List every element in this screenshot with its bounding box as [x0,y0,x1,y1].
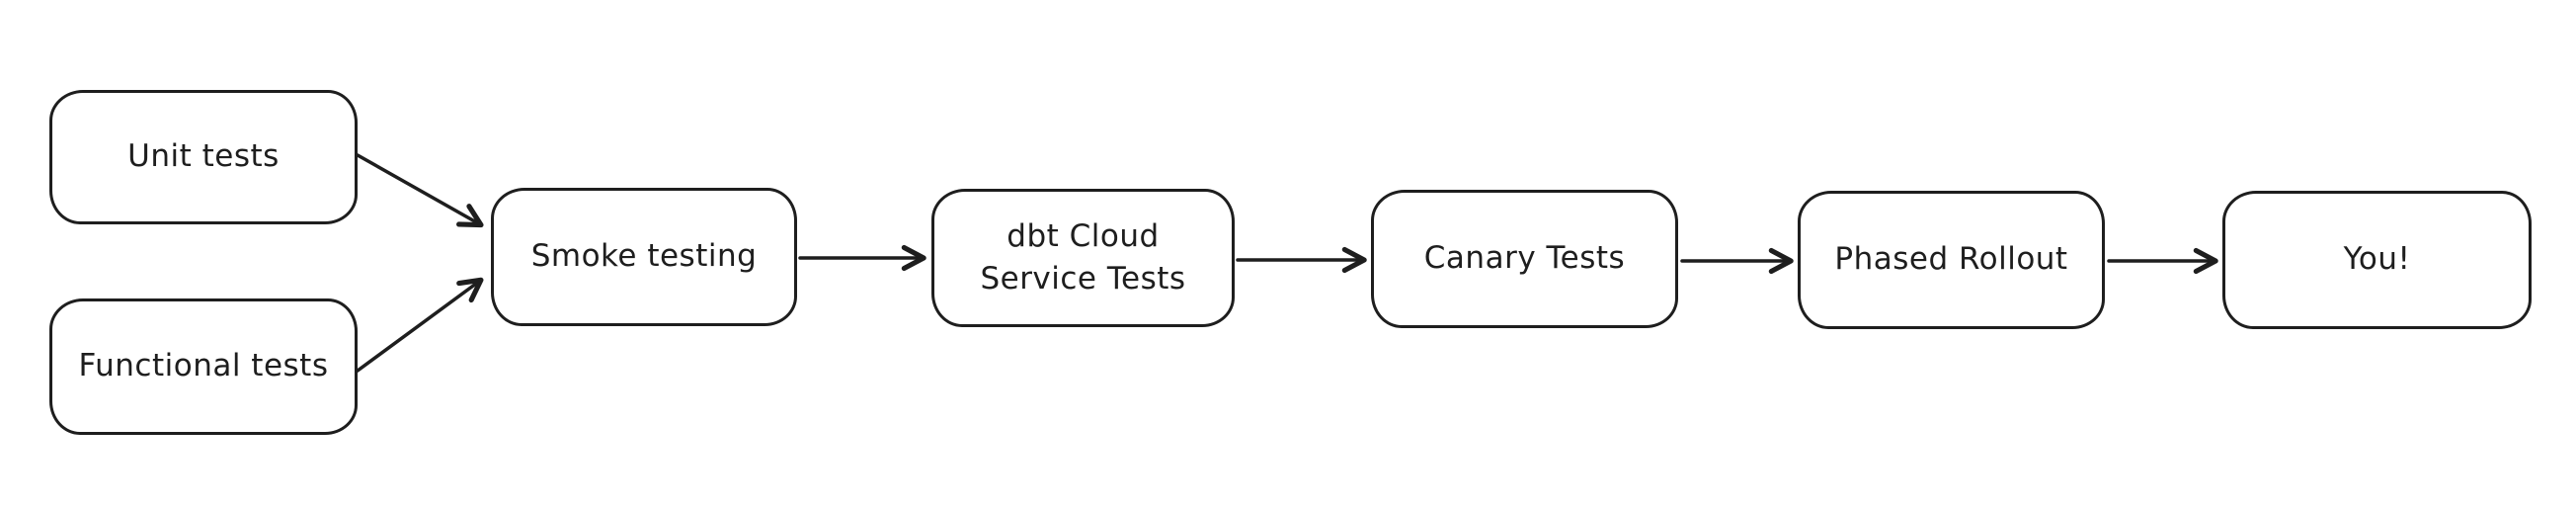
node-smoke-testing: Smoke testing [491,188,797,326]
node-unit-tests: Unit tests [49,90,358,224]
node-you: You! [2222,191,2532,329]
node-unit-tests-label: Unit tests [127,138,280,175]
node-smoke-testing-label: Smoke testing [530,238,758,275]
node-canary-tests-label: Canary Tests [1423,240,1626,277]
node-phased-rollout-label: Phased Rollout [1834,241,2068,278]
arrow-unit-to-smoke [356,153,484,228]
node-phased-rollout: Phased Rollout [1798,191,2105,329]
node-dbt-cloud-service-tests: dbt Cloud Service Tests [931,189,1235,327]
node-canary-tests: Canary Tests [1371,190,1678,328]
node-you-label: You! [2343,241,2411,278]
node-functional-tests: Functional tests [49,298,358,435]
node-functional-tests-label: Functional tests [78,348,329,384]
node-dbt-cloud-service-tests-label: dbt Cloud Service Tests [980,217,1186,297]
arrow-functional-to-smoke [356,277,484,373]
